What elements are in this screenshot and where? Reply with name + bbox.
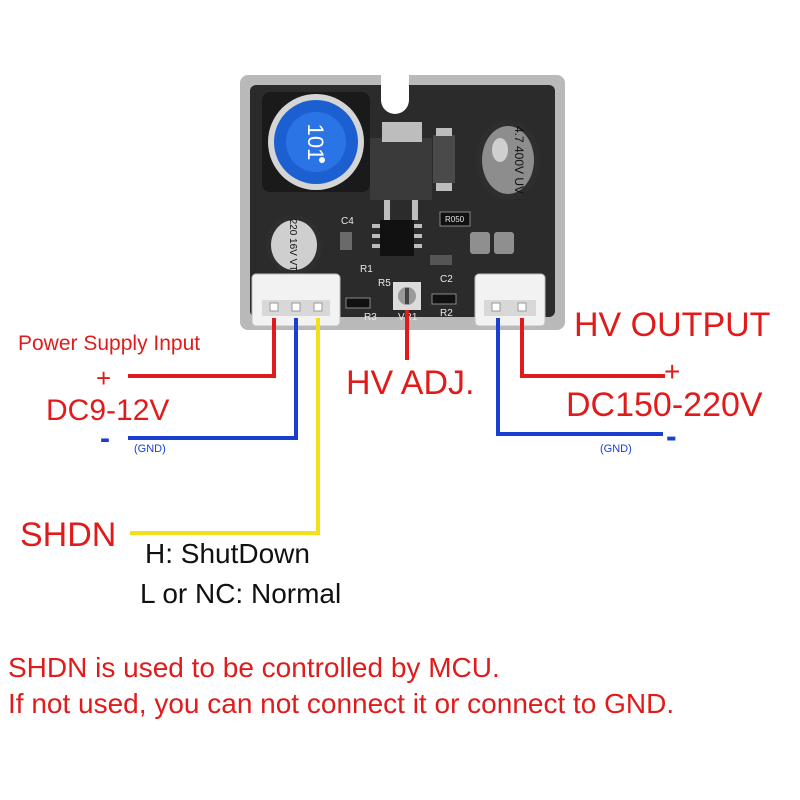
shdn-label: SHDN — [20, 516, 117, 554]
silk-r2: R2 — [440, 308, 453, 319]
silk-c4: C4 — [341, 216, 354, 227]
hv-output-label: HV OUTPUT — [574, 306, 771, 344]
input-ground-wire — [128, 318, 298, 440]
mosfet — [370, 122, 432, 220]
cap-small-marking: 220 16V VT — [287, 219, 298, 272]
wires — [128, 310, 665, 535]
smd-components — [340, 211, 514, 309]
shdn-low-label: L or NC: Normal — [140, 578, 342, 609]
input-connector — [251, 273, 341, 327]
note-line-1: SHDN is used to be controlled by MCU. — [8, 652, 500, 683]
output-voltage-label: DC150-220V — [566, 386, 763, 424]
input-positive-wire — [128, 318, 276, 378]
input-voltage-label: DC9-12V — [46, 394, 170, 427]
output-connector — [474, 273, 546, 327]
silk-c2: C2 — [440, 274, 453, 285]
output-positive-wire — [520, 318, 665, 378]
note-line-2: If not used, you can not connect it or c… — [8, 688, 675, 719]
silk-r050: R050 — [445, 215, 465, 224]
output-ground-wire — [496, 318, 663, 436]
diode — [433, 128, 455, 191]
capacitor-large: 4.7 400V UV — [476, 120, 540, 200]
controller-ic — [372, 220, 422, 256]
cap-large-marking: 4.7 400V UV — [512, 126, 526, 194]
output-gnd-label: (GND) — [600, 443, 632, 455]
input-minus-label: - — [100, 422, 110, 455]
shdn-high-label: H: ShutDown — [145, 538, 310, 569]
input-gnd-label: (GND) — [134, 443, 166, 455]
inductor-marking: 101 — [303, 124, 328, 161]
capacitor-small: 220 16V VT — [266, 215, 322, 275]
shdn-wire — [130, 318, 320, 535]
inductor: 101 — [262, 92, 370, 192]
input-plus-label: + — [96, 363, 112, 393]
silk-r3: R3 — [364, 312, 377, 323]
silk-r1: R1 — [360, 264, 373, 275]
power-supply-input-label: Power Supply Input — [18, 332, 201, 355]
output-plus-label: + — [664, 356, 681, 387]
hv-adj-label: HV ADJ. — [346, 364, 475, 402]
silk-r5: R5 — [378, 278, 391, 289]
output-minus-label: - — [666, 418, 677, 454]
trimmer-potentiometer — [393, 282, 421, 310]
